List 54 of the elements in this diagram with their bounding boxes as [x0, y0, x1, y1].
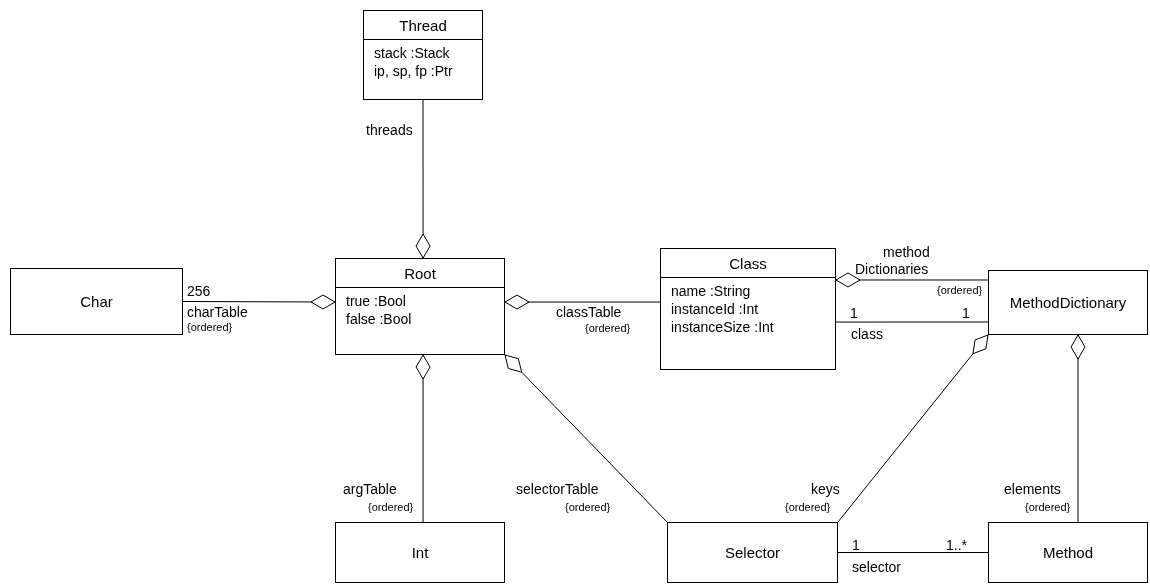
class-box — [335, 522, 505, 583]
constraint-label: {ordered} — [565, 501, 611, 513]
association-line — [835, 321, 989, 323]
attribute-text: ip, sp, fp :Ptr — [374, 63, 454, 79]
role-label: method — [883, 244, 930, 260]
class-name: Root — [336, 259, 504, 288]
attribute-text: name :String — [671, 283, 752, 299]
role-label: 1 — [962, 305, 970, 321]
class-name: Selector — [725, 544, 780, 561]
role-label: charTable — [187, 304, 248, 320]
role-label: classTable — [556, 304, 622, 320]
constraint-label: {ordered} — [1025, 501, 1071, 513]
association-line — [1070, 334, 1086, 523]
role-label: selector — [852, 559, 902, 575]
role-label: 1..* — [946, 537, 967, 553]
attribute-text: true :Bool — [346, 293, 407, 309]
association-line — [837, 334, 989, 523]
attribute-text: stack :Stack — [374, 45, 451, 61]
role-label: 1 — [850, 305, 858, 321]
role-label: keys — [811, 481, 840, 497]
association-line — [837, 552, 989, 553]
class-box — [988, 522, 1148, 583]
class-name: Class — [661, 249, 835, 278]
attribute-text: instanceSize :Int — [671, 319, 775, 335]
class-box — [10, 268, 183, 335]
constraint-label: {ordered} — [937, 284, 983, 296]
class-box — [667, 522, 838, 583]
class-box — [660, 248, 836, 370]
association-line — [504, 294, 661, 310]
role-label: threads — [366, 122, 413, 138]
role-label: Dictionaries — [855, 261, 929, 277]
association-line — [415, 99, 431, 259]
role-label: 1 — [852, 537, 860, 553]
class-name: Char — [80, 293, 113, 310]
constraint-label: {ordered} — [368, 501, 414, 513]
role-label: elements — [1004, 481, 1061, 497]
role-label: argTable — [343, 481, 397, 497]
class-box — [363, 10, 483, 100]
association-line — [415, 354, 431, 523]
attribute-text: false :Bool — [346, 311, 413, 327]
attribute-text: instanceId :Int — [671, 301, 760, 317]
class-name: Int — [411, 544, 429, 561]
class-name: MethodDictionary — [1009, 294, 1127, 311]
class-name: Thread — [364, 11, 482, 40]
class-box — [335, 258, 505, 355]
role-label: selectorTable — [516, 481, 599, 497]
role-label: 256 — [187, 283, 211, 299]
class-name: Method — [1042, 544, 1093, 561]
constraint-label: {ordered} — [585, 322, 631, 334]
association-line — [835, 272, 989, 288]
association-line — [504, 354, 668, 523]
role-label: class — [851, 326, 883, 342]
class-box — [988, 270, 1148, 335]
association-line — [182, 294, 336, 310]
